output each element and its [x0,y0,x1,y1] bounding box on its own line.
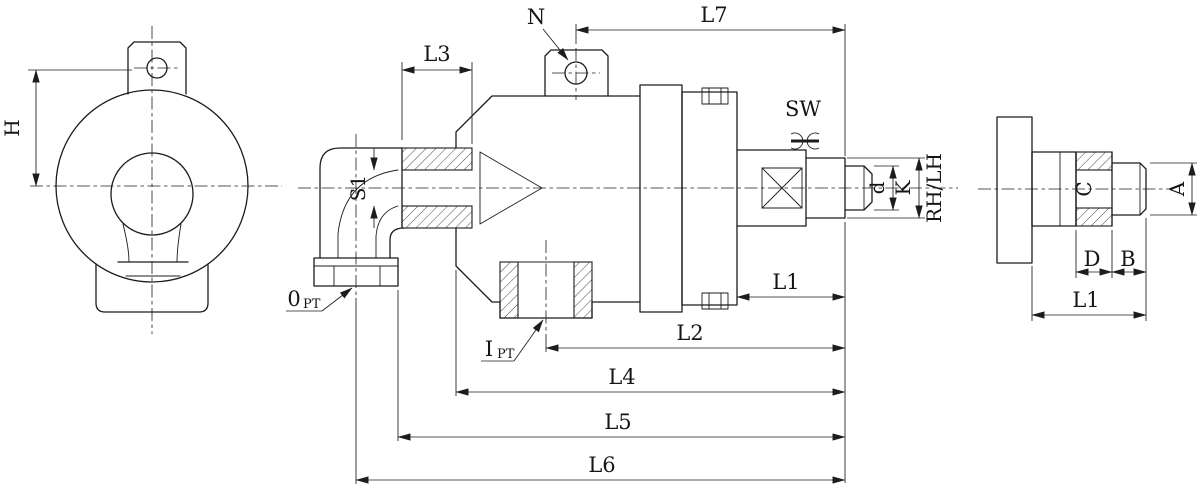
dim-B: B [1111,230,1147,278]
flange-stack [639,84,738,313]
neck-right [176,223,182,263]
label-C: C [1072,181,1096,196]
dim-D: D [1075,230,1113,278]
rotor-shaft [736,149,873,227]
label-L1: L1 [772,270,799,294]
dim-S1: S1 [346,148,378,228]
label-L1-end: L1 [1072,288,1099,312]
label-L6: L6 [588,453,615,477]
housing-flange [639,84,683,313]
label-N: N [527,5,545,29]
bolt-top [701,87,729,105]
label-L7: L7 [700,3,727,27]
label-L2: L2 [676,321,703,345]
label-SW: SW [785,97,821,121]
label-L4: L4 [608,365,635,389]
dim-L1-end: L1 [1031,218,1147,321]
shaft-end-stub [844,165,873,211]
dim-A: A [1150,162,1197,216]
end-flange [996,116,1033,264]
main-housing [455,49,641,319]
end-threads [1075,151,1113,227]
outlet-port-callout: 0 PT [286,287,353,312]
dim-L4: L4 [455,270,846,396]
label-outlet-port-unit: PT [303,297,321,312]
dim-L2: L2 [545,321,846,352]
wrench-icon [790,132,820,150]
view-end: A C D B L1 [978,116,1197,321]
section-cross-mark [761,167,803,209]
thread-hatch-lower [401,205,473,229]
end-tip [1111,162,1147,216]
dim-L6: L6 [355,298,846,484]
internal-cone [479,151,543,225]
clevis-bracket [544,49,609,97]
bottom-port [499,261,593,319]
clevis-hole [564,61,588,85]
label-S1: S1 [346,175,370,201]
dim-d: d [865,165,899,211]
dim-H: H [0,69,132,187]
inlet-port-callout: I PT [481,319,544,362]
label-L5: L5 [604,410,631,434]
rotor-flange [681,91,738,306]
dim-SW: SW [785,97,821,150]
dim-L7: L7 [575,3,846,156]
label-K: K [891,179,915,195]
lifting-eye [127,41,187,95]
leader-N: N [527,5,569,61]
body-inner-circle [110,152,194,236]
thread-hatch-upper [401,147,473,171]
view-front: H [0,26,282,334]
label-A: A [1165,181,1189,197]
view-side: L3 N L7 SW S1 [286,3,958,484]
label-D: D [1084,247,1101,271]
label-H: H [0,119,24,136]
dim-L1: L1 [736,222,846,483]
label-RH-LH: RH/LH [922,153,946,223]
dim-L3: L3 [401,42,473,144]
label-outlet-port: 0 [287,287,300,311]
label-inlet-port: I [485,337,493,361]
label-B: B [1120,247,1135,271]
dim-K: K [847,157,925,219]
label-inlet-port-unit: PT [497,347,515,362]
elbow-fitting [313,147,473,287]
neck-left [122,223,130,263]
bolt-bottom [701,292,729,310]
label-L3: L3 [423,42,450,66]
label-d: d [865,181,889,194]
dim-L5: L5 [397,290,846,441]
base-flange [95,263,209,313]
body-outer-circle [55,89,249,283]
